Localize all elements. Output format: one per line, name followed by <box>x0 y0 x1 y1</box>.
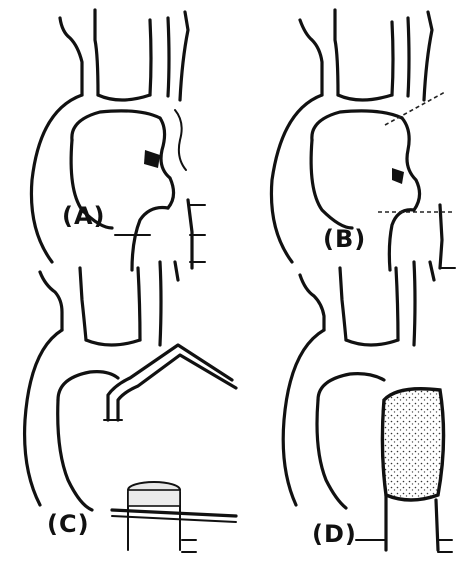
panel-d: (D) <box>283 262 452 552</box>
panel-label-a: (A) <box>62 202 106 230</box>
panel-a: (A) <box>31 10 205 270</box>
panel-label-d: (D) <box>312 520 357 548</box>
panel-b: (B) <box>271 10 455 270</box>
aortic-arch-drawing-c <box>25 262 236 552</box>
vascular-clamp <box>104 345 236 420</box>
panel-label-c: (C) <box>47 510 90 538</box>
panel-label-b: (B) <box>323 225 366 253</box>
aortic-arch-drawing-d <box>283 262 452 552</box>
graft-tube <box>112 482 236 550</box>
panel-c: (C) <box>25 262 236 552</box>
aortic-arch-drawing-a <box>31 10 205 270</box>
graft-prosthesis <box>382 389 443 500</box>
proximal-cut-line <box>385 92 445 125</box>
